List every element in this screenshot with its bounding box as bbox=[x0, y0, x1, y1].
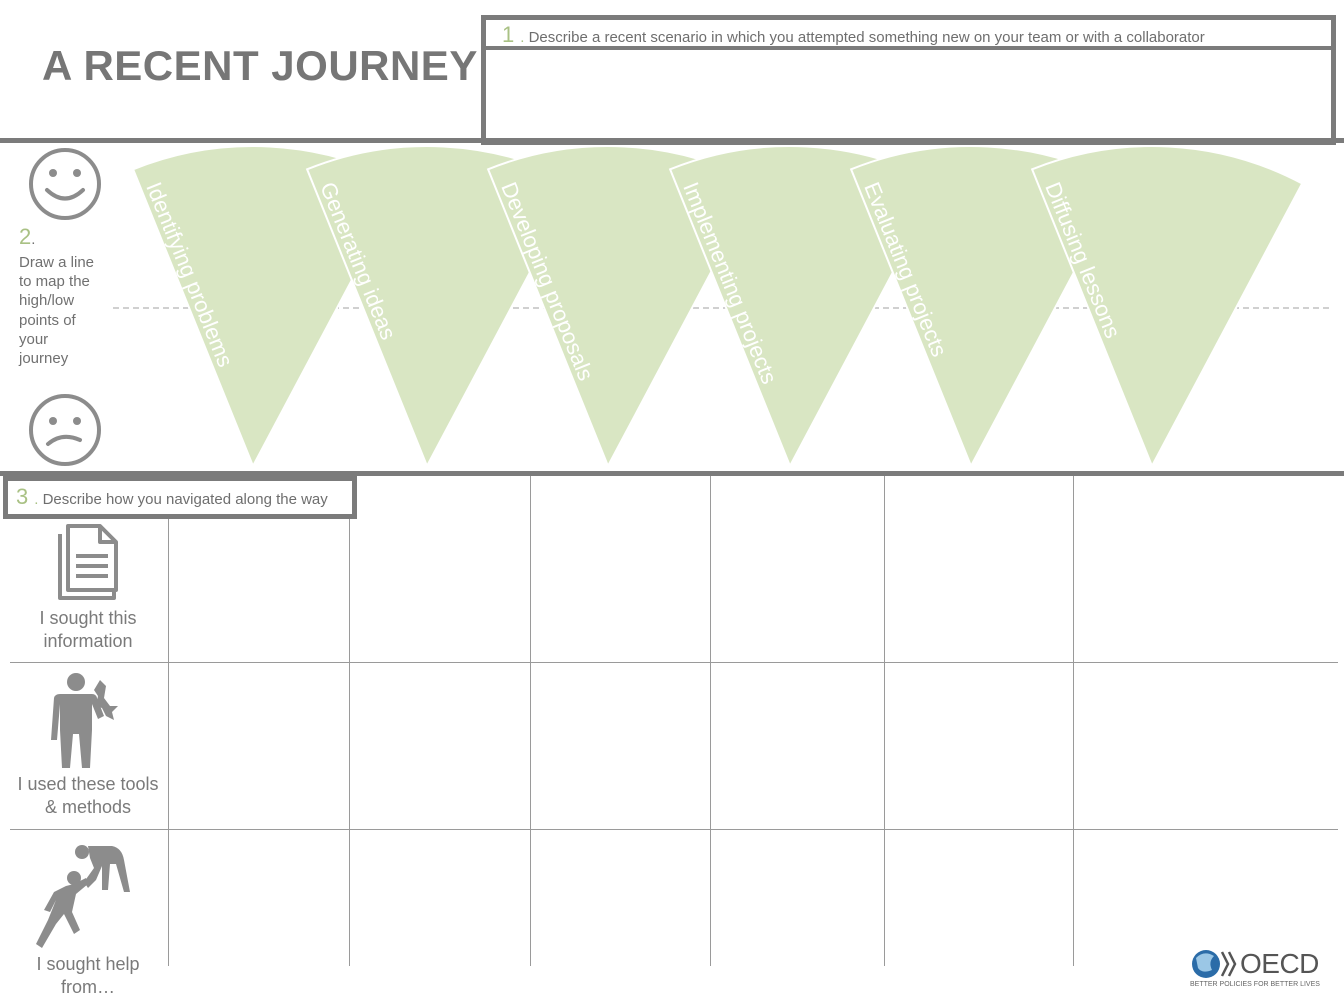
person-with-wrench-icon bbox=[51, 673, 118, 768]
section-number-3: 3 bbox=[16, 484, 29, 509]
page-title: A RECENT JOURNEY bbox=[42, 42, 478, 89]
journey-instruction: 2. Draw a line to map the high/low point… bbox=[19, 224, 99, 368]
stage-wedge bbox=[1030, 145, 1304, 469]
navigation-prompt-text: Describe how you navigated along the way bbox=[42, 491, 328, 508]
row-label-information: I sought this information bbox=[39, 608, 137, 651]
sad-face-icon bbox=[29, 394, 101, 466]
scenario-box-header: 1. Describe a recent scenario in which y… bbox=[486, 20, 1331, 50]
divider-middle bbox=[0, 471, 1344, 476]
happy-face-icon bbox=[29, 148, 101, 220]
scenario-prompt: 1. Describe a recent scenario in which y… bbox=[502, 22, 1205, 47]
divider-top bbox=[0, 138, 1344, 143]
helping-hand-climb-icon bbox=[36, 845, 130, 948]
oecd-logo-icon bbox=[1192, 950, 1237, 978]
section-number-1: 1 bbox=[502, 22, 515, 47]
navigation-prompt-box: 3. Describe how you navigated along the … bbox=[3, 476, 357, 519]
scenario-prompt-text: Describe a recent scenario in which you … bbox=[528, 29, 1205, 46]
oecd-logo-text: OECD bbox=[1240, 948, 1319, 979]
oecd-tagline: BETTER POLICIES FOR BETTER LIVES bbox=[1190, 981, 1320, 988]
row-label-tools: I used these tools & methods bbox=[17, 774, 159, 817]
section-number-2: 2. bbox=[19, 224, 36, 249]
row-label-help: I sought help from… bbox=[36, 954, 140, 997]
journey-instruction-text: Draw a line to map the high/low points o… bbox=[19, 254, 95, 368]
document-icon bbox=[58, 524, 118, 600]
